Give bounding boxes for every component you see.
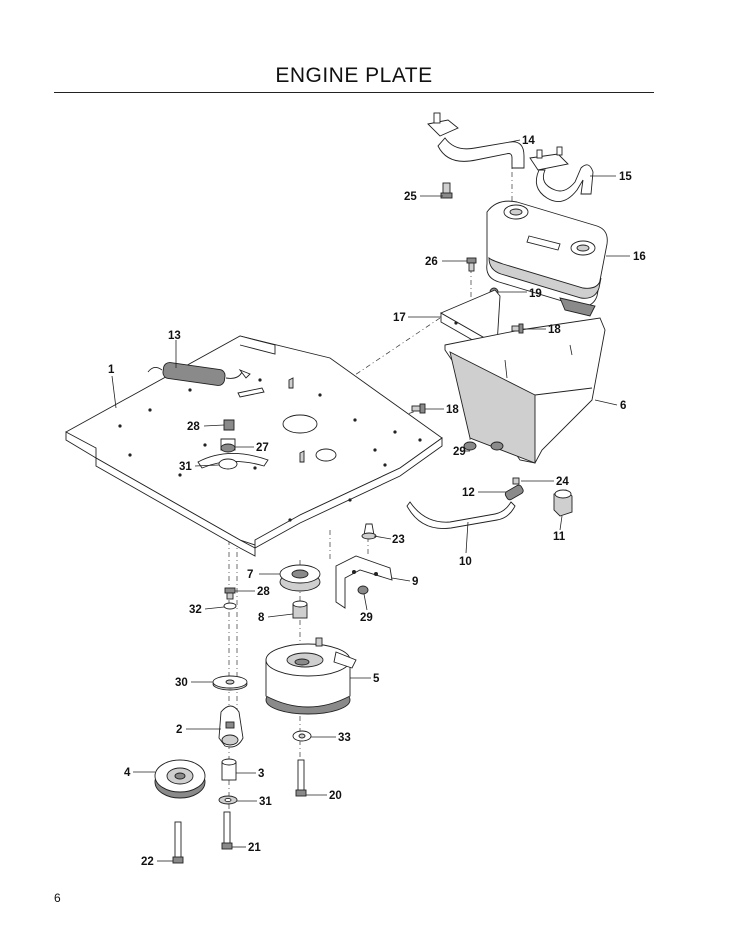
bolt-21 — [221, 811, 233, 850]
bolt-22 — [172, 821, 184, 864]
callout-25: 25 — [404, 191, 417, 203]
bolt-20 — [295, 759, 307, 797]
callout-29-shield: 29 — [453, 446, 466, 458]
callout-31-upper: 31 — [179, 461, 192, 473]
callout-4: 4 — [124, 767, 131, 779]
callout-17: 17 — [393, 312, 406, 324]
heat-shield — [444, 317, 606, 464]
callout-30: 30 — [175, 677, 188, 689]
page-title: ENGINE PLATE — [275, 64, 433, 87]
fuel-fitting — [553, 489, 573, 517]
engine-plate — [65, 335, 443, 557]
callout-21: 21 — [248, 842, 261, 854]
callout-16: 16 — [633, 251, 646, 263]
mount-bracket-9 — [335, 555, 393, 609]
callout-2: 2 — [176, 724, 182, 736]
callout-12: 12 — [462, 487, 475, 499]
callout-28-plate: 28 — [187, 421, 200, 433]
washer-30 — [212, 675, 248, 691]
pto-clutch — [265, 637, 357, 715]
callout-11: 11 — [553, 531, 566, 543]
muffler — [486, 200, 608, 317]
callout-9: 9 — [412, 576, 418, 588]
callout-8: 8 — [258, 612, 265, 624]
nuts-29-shield — [463, 441, 504, 451]
callout-15: 15 — [619, 171, 632, 183]
extension-spring — [147, 362, 251, 386]
screws-18 — [411, 323, 524, 414]
callout-18-lower: 18 — [446, 404, 459, 416]
callout-26: 26 — [425, 256, 438, 268]
callout-14: 14 — [522, 135, 535, 147]
idler-pulley — [154, 759, 206, 799]
callout-20: 20 — [329, 790, 342, 802]
callout-19: 19 — [529, 288, 542, 300]
bracket-assembly — [197, 419, 269, 470]
callout-32: 32 — [189, 604, 202, 616]
stud-23 — [361, 523, 377, 540]
callout-28-stack: 28 — [257, 586, 270, 598]
spacer-8 — [292, 600, 308, 619]
bolt-25 — [440, 182, 453, 199]
callout-3: 3 — [258, 768, 264, 780]
callout-6: 6 — [620, 400, 626, 412]
callout-7: 7 — [247, 569, 253, 581]
callout-22: 22 — [141, 856, 154, 868]
page-number: 6 — [54, 891, 61, 905]
callout-10: 10 — [459, 556, 472, 568]
title-divider — [54, 92, 654, 93]
bolt-28-32 — [223, 587, 237, 610]
idler-arm — [218, 705, 244, 748]
exhaust-pipe — [427, 112, 525, 169]
callout-5: 5 — [373, 673, 380, 685]
spacer-3 — [221, 758, 237, 781]
callout-labels: 14 15 25 16 26 19 17 18 13 1 6 18 28 27 … — [108, 135, 646, 868]
bolt-26 — [466, 257, 477, 272]
callout-13: 13 — [168, 330, 181, 342]
callout-29-bracket: 29 — [360, 612, 373, 624]
pulley-7 — [279, 564, 321, 592]
callout-24: 24 — [556, 476, 569, 488]
exhaust-elbow — [529, 146, 594, 203]
fuel-line — [406, 477, 524, 529]
callout-31-lower: 31 — [259, 796, 272, 808]
leader-lines — [111, 139, 630, 862]
callout-18-upper: 18 — [548, 324, 561, 336]
callout-1: 1 — [108, 364, 115, 376]
callout-23: 23 — [392, 534, 405, 546]
callout-33: 33 — [338, 732, 351, 744]
washer-33 — [292, 730, 312, 742]
washer-31 — [218, 795, 238, 805]
callout-27: 27 — [256, 442, 269, 454]
